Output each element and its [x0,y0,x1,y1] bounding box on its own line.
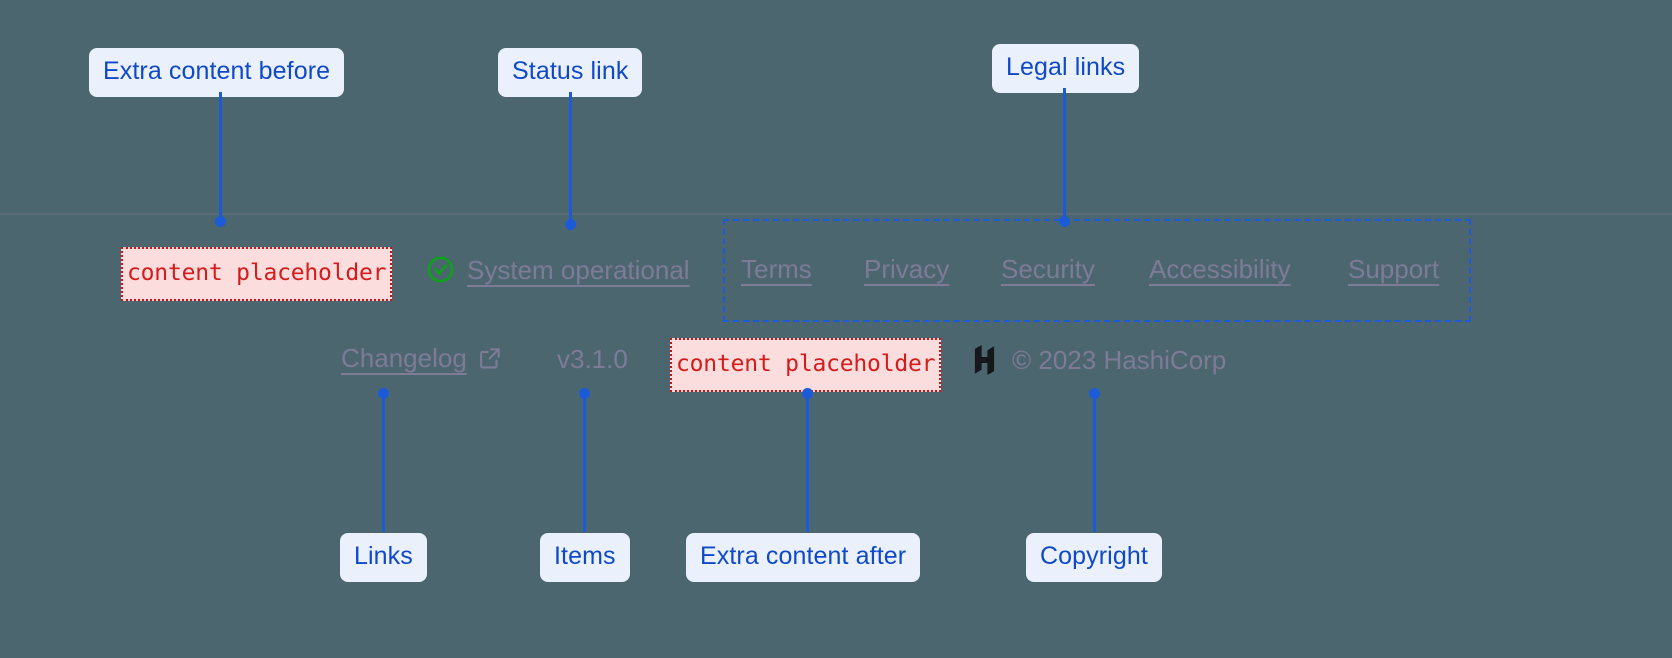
version-label: v3.1.0 [557,344,628,374]
callout-links: Links [340,533,427,582]
leader-line-items [583,394,586,532]
callout-extra-content-after: Extra content after [686,533,921,582]
status-link-label[interactable]: System operational [467,254,690,285]
leader-line-extra-content-after [806,394,809,532]
leader-dot-copyright [1089,388,1100,399]
changelog-link-label[interactable]: Changelog [341,343,467,373]
content-placeholder-before: content placeholder [121,247,393,301]
hashicorp-logo [970,344,999,376]
copyright-group: © 2023 HashiCorp [970,344,1226,376]
callout-extra-content-before: Extra content before [89,48,345,97]
callout-legal-links: Legal links [992,44,1140,93]
leader-line-links [382,394,385,532]
callout-items: Items [540,533,630,582]
callout-status-link: Status link [498,48,643,97]
leader-dot-status-link [565,219,576,230]
callout-copyright: Copyright [1026,533,1162,582]
changelog-link-group[interactable]: Changelog [341,345,503,371]
legal-link-security[interactable]: Security [1001,254,1095,284]
leader-line-copyright [1093,394,1096,532]
leader-dot-links [378,388,389,399]
leader-line-legal-links [1063,88,1066,222]
content-placeholder-after: content placeholder [670,338,942,392]
leader-dot-legal-links [1059,216,1070,227]
legal-link-support[interactable]: Support [1348,254,1440,284]
leader-dot-extra-content-after [802,388,813,399]
leader-line-extra-content-before [219,92,222,220]
legal-link-privacy[interactable]: Privacy [864,254,950,284]
legal-link-accessibility[interactable]: Accessibility [1149,254,1291,284]
status-link-group[interactable]: System operational [425,254,690,285]
external-link-icon [477,345,503,371]
legal-links-highlight-box [723,219,1471,322]
leader-line-status-link [569,92,572,224]
leader-dot-extra-content-before [215,216,226,227]
footer-top-divider [0,213,1672,215]
check-circle-icon [425,254,456,285]
leader-dot-items [579,388,590,399]
legal-link-terms[interactable]: Terms [741,254,812,284]
copyright-text: © 2023 HashiCorp [1012,345,1227,375]
